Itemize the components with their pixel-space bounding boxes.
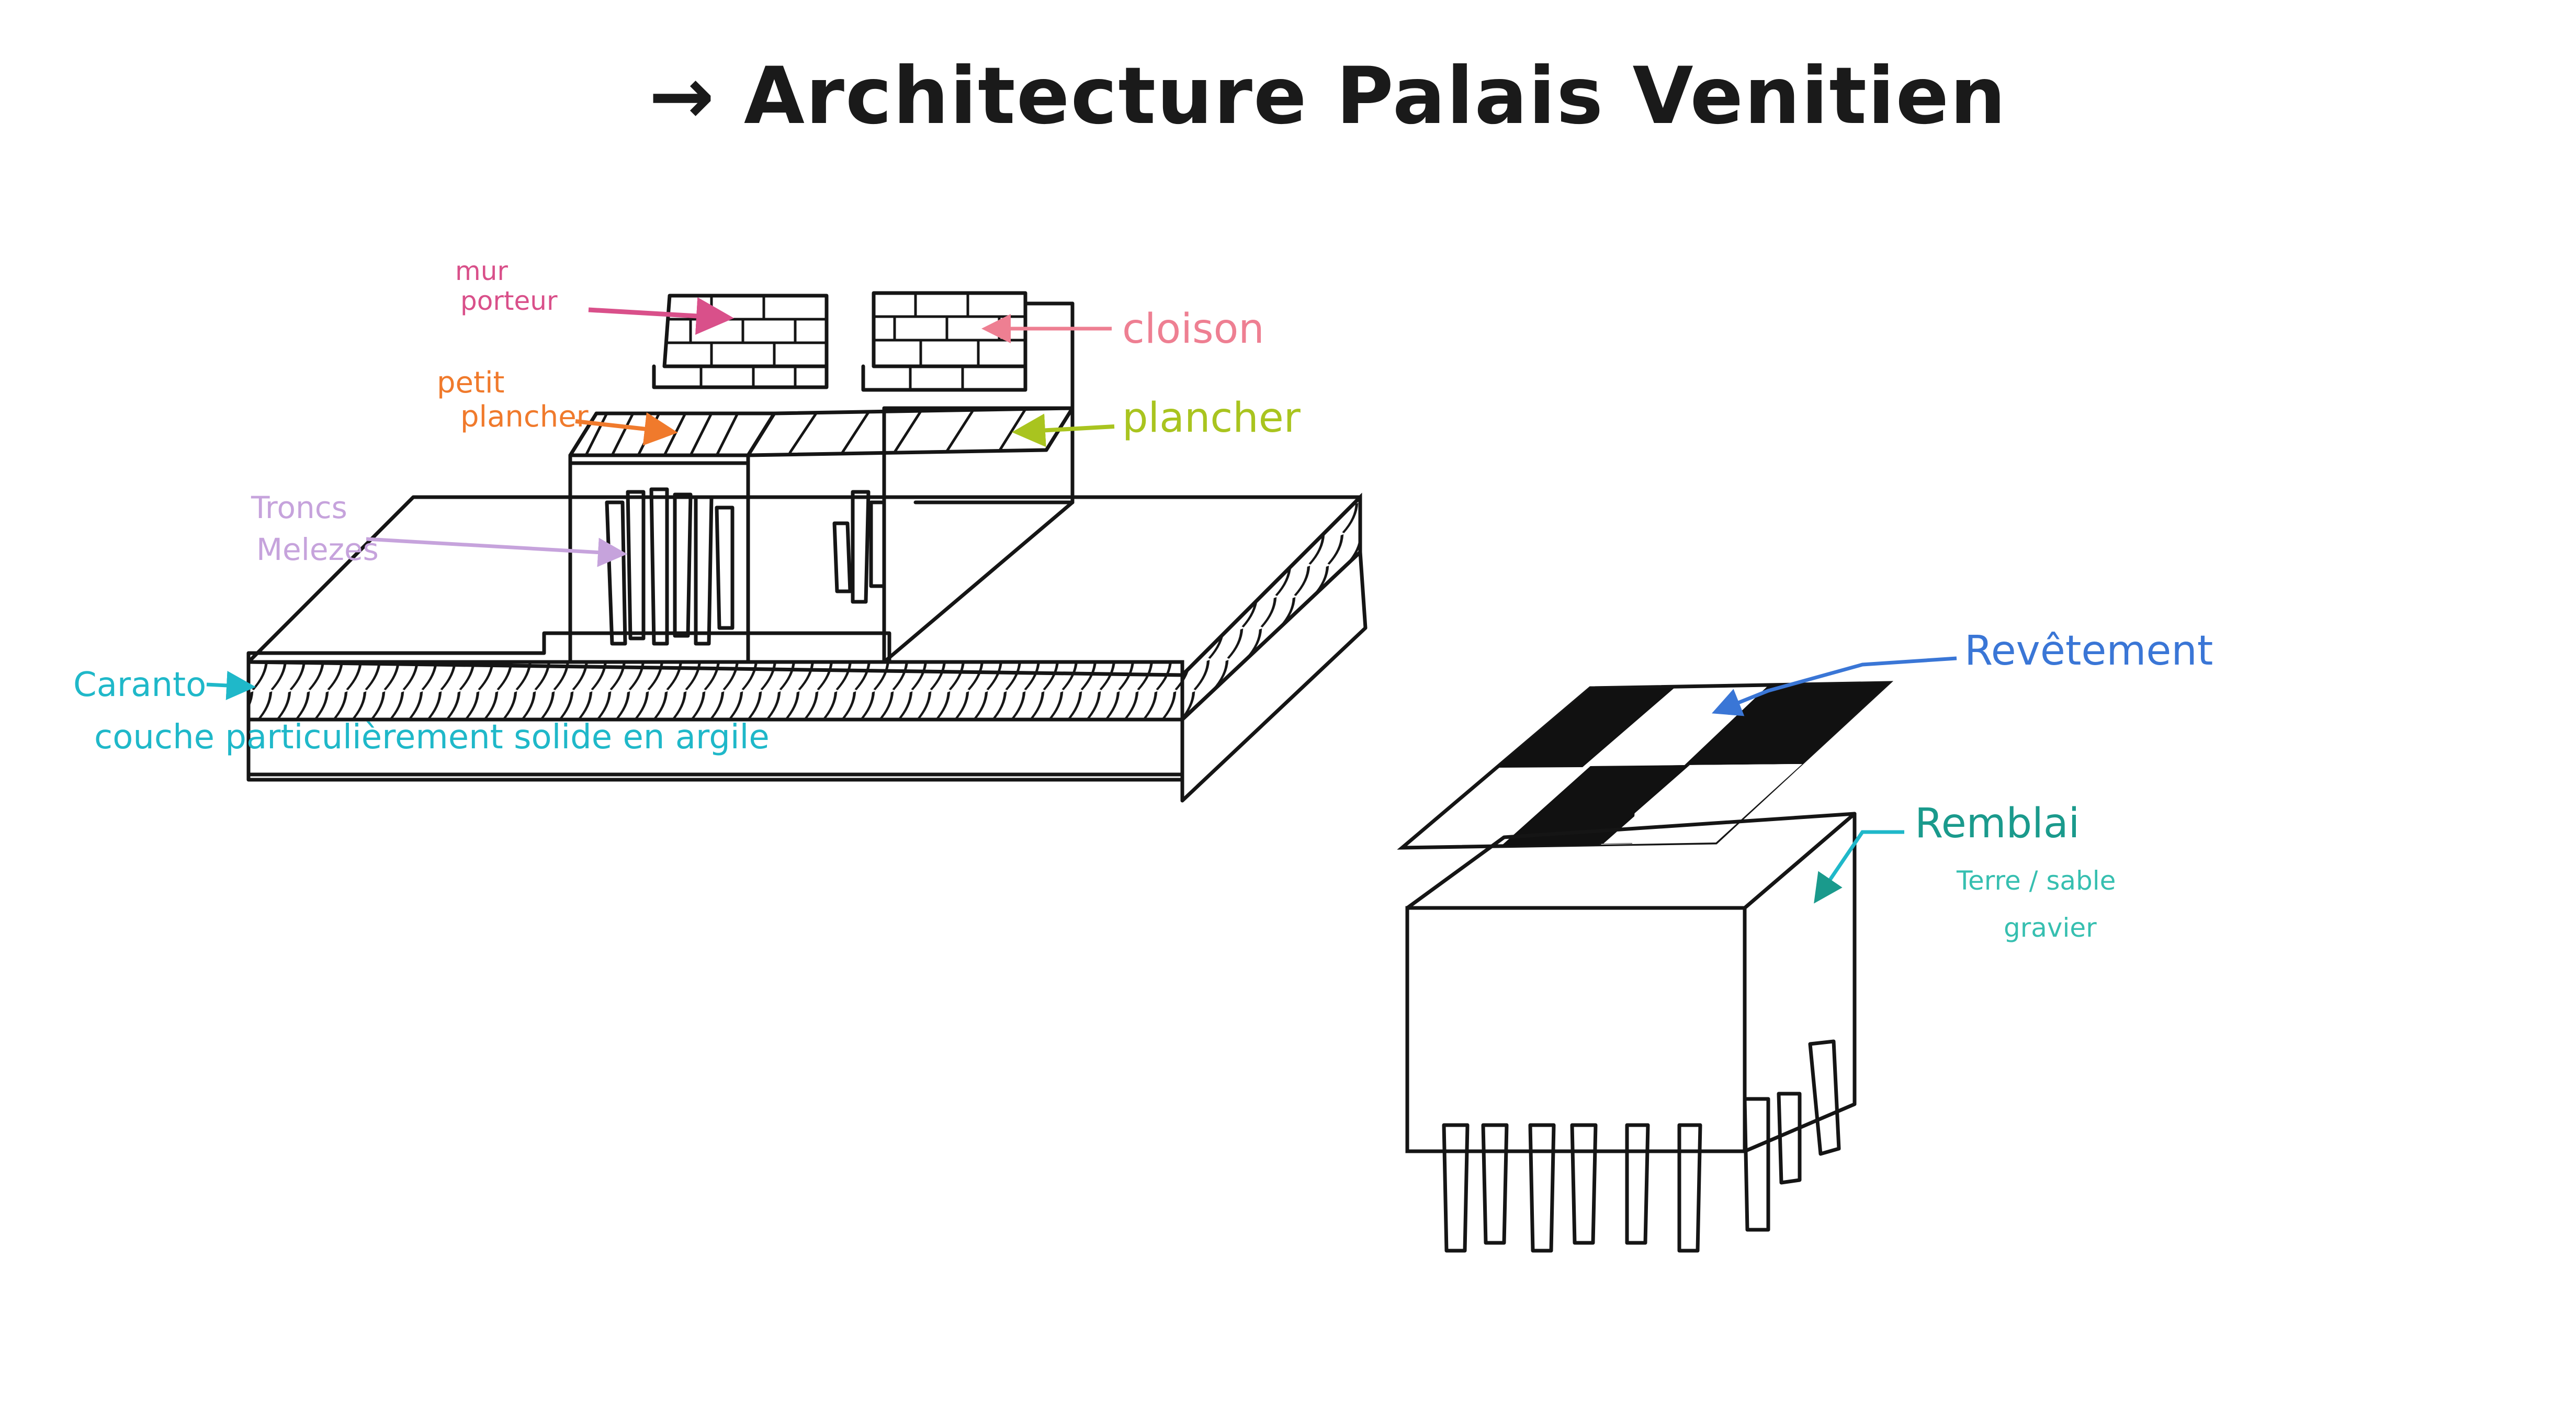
terre-label-line2: gravier	[2004, 913, 2097, 943]
right-piles	[1442, 1039, 1841, 1253]
remblai-arrow	[1814, 830, 1904, 904]
mur-porteur-bricks	[652, 294, 829, 389]
caranto-label: Caranto	[73, 666, 206, 704]
right-diagram: Revêtement Remblai Terre / sable gravier	[1397, 627, 2213, 1253]
mur-porteur-label-line1: mur	[455, 256, 508, 286]
troncs-arrow	[366, 537, 627, 567]
label-mur-porteur: mur porteur	[455, 256, 734, 335]
larch-piles-left	[605, 487, 735, 646]
plancher-label: plancher	[1122, 395, 1301, 442]
title-group: → Architecture Palais Venitien	[649, 51, 2007, 142]
plancher-arrow	[1012, 413, 1115, 447]
petit-plancher-arrow	[575, 412, 678, 446]
petit-plancher-board	[568, 411, 776, 457]
larch-piles-center	[832, 490, 886, 604]
petit-plancher-label-line1: petit	[437, 366, 504, 400]
mur-porteur-label-line2: porteur	[460, 286, 558, 316]
label-petit-plancher: petit plancher	[437, 366, 678, 446]
revetement-label: Revêtement	[1964, 627, 2213, 675]
label-plancher: plancher	[1012, 395, 1301, 447]
label-caranto: Caranto couche particulièrement solide e…	[73, 666, 770, 757]
page-title: → Architecture Palais Venitien	[649, 51, 2007, 142]
remblai-front	[1405, 906, 1747, 1153]
label-troncs: Troncs Melezes	[251, 490, 627, 567]
label-cloison: cloison	[981, 306, 1264, 353]
cloison-label: cloison	[1122, 306, 1264, 353]
couche-label: couche particulièrement solide en argile	[94, 718, 770, 757]
plancher-planks	[788, 408, 1027, 454]
left-diagram: mur porteur cloison petit plancher planc…	[73, 256, 1368, 803]
slab-bottom-edge	[246, 772, 1184, 782]
revetement-tiles	[1397, 681, 1894, 850]
label-revetement: Revêtement	[1712, 627, 2213, 716]
caranto-arrow	[206, 670, 256, 700]
label-remblai: Remblai Terre / sable gravier	[1814, 800, 2116, 943]
slab-top-surface	[246, 495, 1362, 677]
wall-diagonal	[882, 500, 1075, 664]
troncs-label-line1: Troncs	[251, 490, 347, 525]
clay-layer-side	[1180, 550, 1368, 803]
troncs-label-line2: Melezes	[256, 532, 379, 567]
terre-label-line1: Terre / sable	[1956, 866, 2116, 896]
petit-plancher-planks	[584, 412, 739, 457]
caranto-layer-front	[246, 660, 1184, 722]
revetement-arrow	[1712, 656, 1957, 716]
petit-plancher-label-line2: plancher	[460, 400, 589, 434]
remblai-label: Remblai	[1915, 800, 2080, 847]
caranto-layer-side	[1180, 492, 1362, 724]
cloison-bricks	[861, 291, 1075, 392]
petit-plancher-edge	[568, 453, 750, 465]
mur-porteur-arrow	[588, 297, 734, 335]
